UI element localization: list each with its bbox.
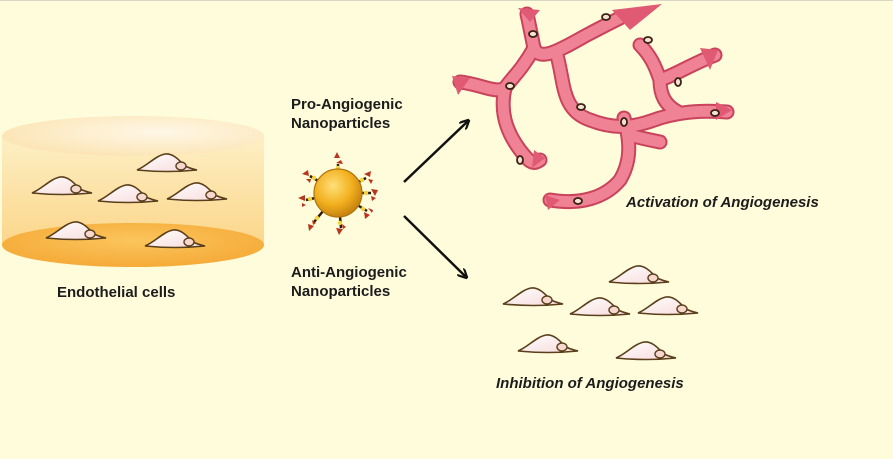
inhibited-cells <box>502 265 699 361</box>
vessel-tips <box>452 4 732 210</box>
endothelial-cells-label: Endothelial cells <box>57 284 176 301</box>
endothelial-cell <box>517 334 579 354</box>
anti-angiogenic-label: Anti-Angiogenic Nanoparticles <box>291 263 407 301</box>
vessel-network <box>452 4 735 210</box>
top-border <box>0 0 893 1</box>
arrow-to-inhibition <box>403 215 466 277</box>
anti-angiogenic-line2: Nanoparticles <box>291 283 391 300</box>
endothelial-cell <box>615 341 677 361</box>
dish-bottom <box>2 223 264 267</box>
dish-top <box>2 116 264 156</box>
pro-angiogenic-label: Pro-Angiogenic Nanoparticles <box>291 95 403 133</box>
endothelial-cell <box>502 287 564 307</box>
pro-angiogenic-line1: Pro-Angiogenic <box>291 96 403 113</box>
nanoparticle-icon <box>298 152 378 235</box>
vessel-nuclei <box>505 13 720 205</box>
endothelial-cell <box>637 296 699 316</box>
endothelial-cell <box>608 265 670 285</box>
arrow-to-activation <box>403 121 468 183</box>
endothelial-cell <box>569 297 631 317</box>
inhibition-label: Inhibition of Angiogenesis <box>496 375 684 392</box>
activation-label: Activation of Angiogenesis <box>626 194 819 211</box>
pro-angiogenic-line2: Nanoparticles <box>291 115 391 132</box>
anti-angiogenic-line1: Anti-Angiogenic <box>291 264 407 281</box>
ligand-heads <box>298 152 378 235</box>
